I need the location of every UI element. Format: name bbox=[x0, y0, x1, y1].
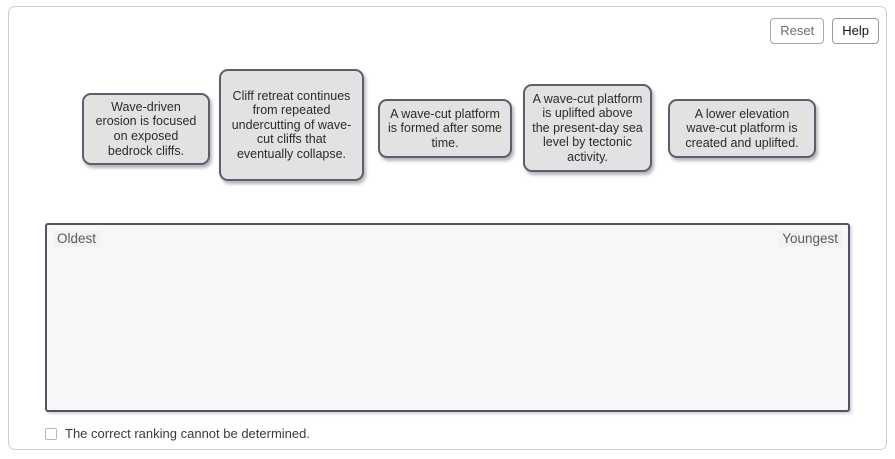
cannot-determine-row: The correct ranking cannot be determined… bbox=[45, 426, 310, 441]
toolbar: Reset Help bbox=[770, 18, 879, 44]
cannot-determine-label[interactable]: The correct ranking cannot be determined… bbox=[65, 426, 310, 441]
card-label: A wave-cut platform is uplifted above th… bbox=[532, 91, 643, 164]
card-label: A wave-cut platform is formed after some… bbox=[388, 106, 502, 150]
draggable-card[interactable]: Wave-driven erosion is focused on expose… bbox=[82, 93, 210, 165]
oldest-label: Oldest bbox=[53, 230, 101, 247]
reset-button[interactable]: Reset bbox=[770, 18, 825, 44]
ranking-dropzone[interactable]: Oldest Youngest bbox=[45, 223, 850, 412]
card-label: Cliff retreat continues from repeated un… bbox=[231, 88, 352, 161]
card-label: A lower elevation wave-cut platform is c… bbox=[685, 106, 799, 150]
card-label: Wave-driven erosion is focused on expose… bbox=[95, 99, 197, 158]
draggable-card[interactable]: A wave-cut platform is formed after some… bbox=[378, 99, 512, 158]
help-button[interactable]: Help bbox=[832, 18, 879, 44]
draggable-card[interactable]: Cliff retreat continues from repeated un… bbox=[219, 69, 364, 181]
draggable-card[interactable]: A wave-cut platform is uplifted above th… bbox=[523, 84, 652, 172]
card-bank: Wave-driven erosion is focused on expose… bbox=[0, 0, 895, 200]
youngest-label: Youngest bbox=[778, 230, 842, 247]
draggable-card[interactable]: A lower elevation wave-cut platform is c… bbox=[668, 99, 816, 158]
cannot-determine-checkbox[interactable] bbox=[45, 427, 57, 440]
